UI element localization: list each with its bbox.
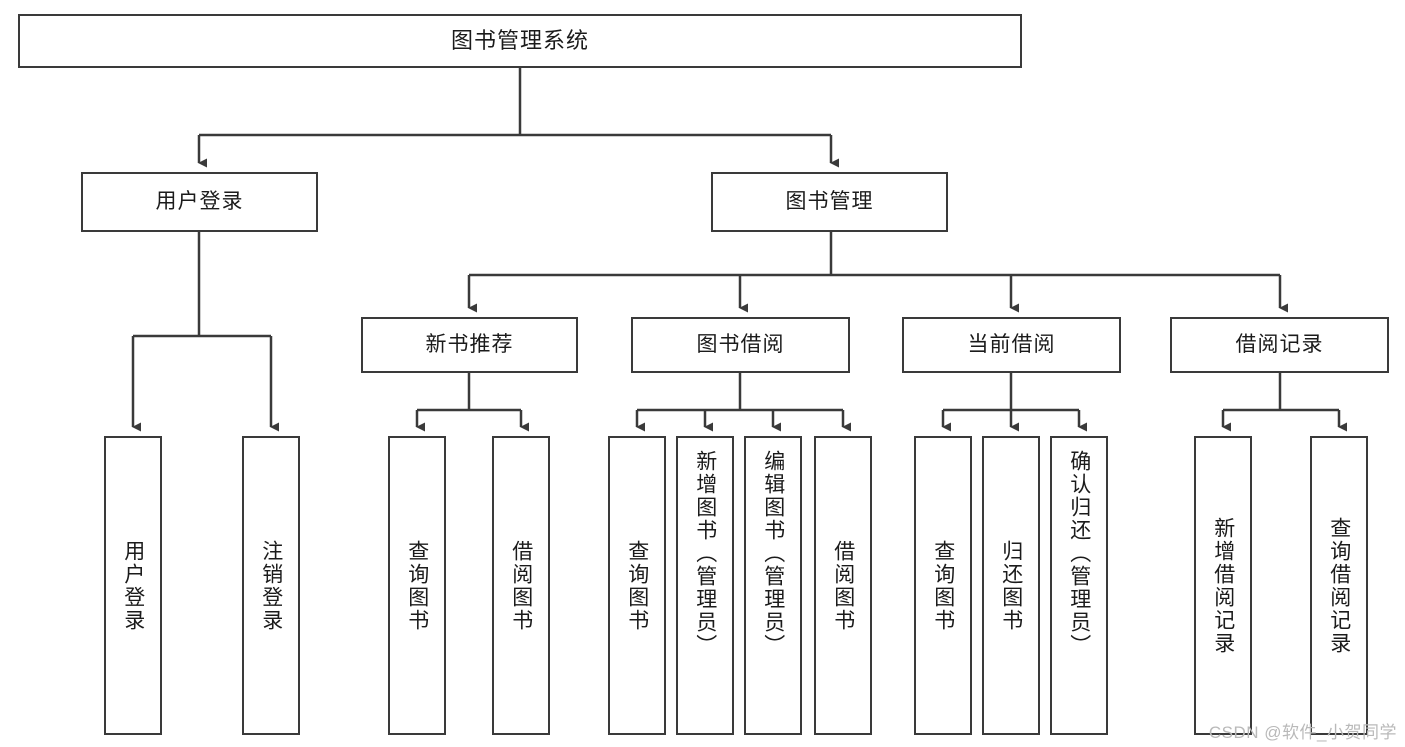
node-label: 确认归还（管理员） — [1067, 450, 1091, 657]
node-book-manage[interactable]: 图书管理 — [711, 172, 948, 232]
node-new-book-recommend[interactable]: 新书推荐 — [361, 317, 578, 373]
node-borrow-record[interactable]: 借阅记录 — [1170, 317, 1389, 373]
node-label: 图书管理 — [785, 190, 874, 214]
leaf-user-login[interactable]: 用户登录 — [104, 436, 162, 735]
node-label: 新增图书（管理员） — [693, 450, 717, 657]
leaf-return-book[interactable]: 归还图书 — [982, 436, 1040, 735]
leaf-borrow-book-2[interactable]: 借阅图书 — [814, 436, 872, 735]
leaf-add-book[interactable]: 新增图书（管理员） — [676, 436, 734, 735]
node-label: 查询图书 — [625, 539, 649, 632]
node-label: 借阅图书 — [509, 539, 533, 632]
node-label: 编辑图书（管理员） — [761, 450, 785, 657]
node-book-borrow[interactable]: 图书借阅 — [631, 317, 850, 373]
leaf-confirm-return[interactable]: 确认归还（管理员） — [1050, 436, 1108, 735]
node-label: 借阅记录 — [1235, 333, 1324, 357]
leaf-logout-login[interactable]: 注销登录 — [242, 436, 300, 735]
leaf-edit-book[interactable]: 编辑图书（管理员） — [744, 436, 802, 735]
watermark: CSDN @软件_小贺同学 — [1208, 723, 1397, 742]
leaf-query-book-2[interactable]: 查询图书 — [608, 436, 666, 735]
node-label: 用户登录 — [155, 190, 244, 214]
leaf-borrow-book-1[interactable]: 借阅图书 — [492, 436, 550, 735]
node-root-system[interactable]: 图书管理系统 — [18, 14, 1022, 68]
node-label: 借阅图书 — [831, 539, 855, 632]
node-label: 查询图书 — [405, 539, 429, 632]
node-label: 新书推荐 — [425, 333, 514, 357]
node-label: 新增借阅记录 — [1211, 516, 1235, 655]
node-label: 查询图书 — [931, 539, 955, 632]
leaf-add-record[interactable]: 新增借阅记录 — [1194, 436, 1252, 735]
node-label: 用户登录 — [121, 539, 145, 632]
leaf-query-book-3[interactable]: 查询图书 — [914, 436, 972, 735]
leaf-query-record[interactable]: 查询借阅记录 — [1310, 436, 1368, 735]
node-label: 注销登录 — [259, 539, 283, 632]
node-label: 当前借阅 — [967, 333, 1056, 357]
node-label: 图书管理系统 — [450, 27, 589, 53]
node-label: 图书借阅 — [696, 333, 785, 357]
node-user-login[interactable]: 用户登录 — [81, 172, 318, 232]
leaf-query-book-1[interactable]: 查询图书 — [388, 436, 446, 735]
node-label: 归还图书 — [999, 539, 1023, 632]
node-current-borrow[interactable]: 当前借阅 — [902, 317, 1121, 373]
node-label: 查询借阅记录 — [1327, 516, 1351, 655]
